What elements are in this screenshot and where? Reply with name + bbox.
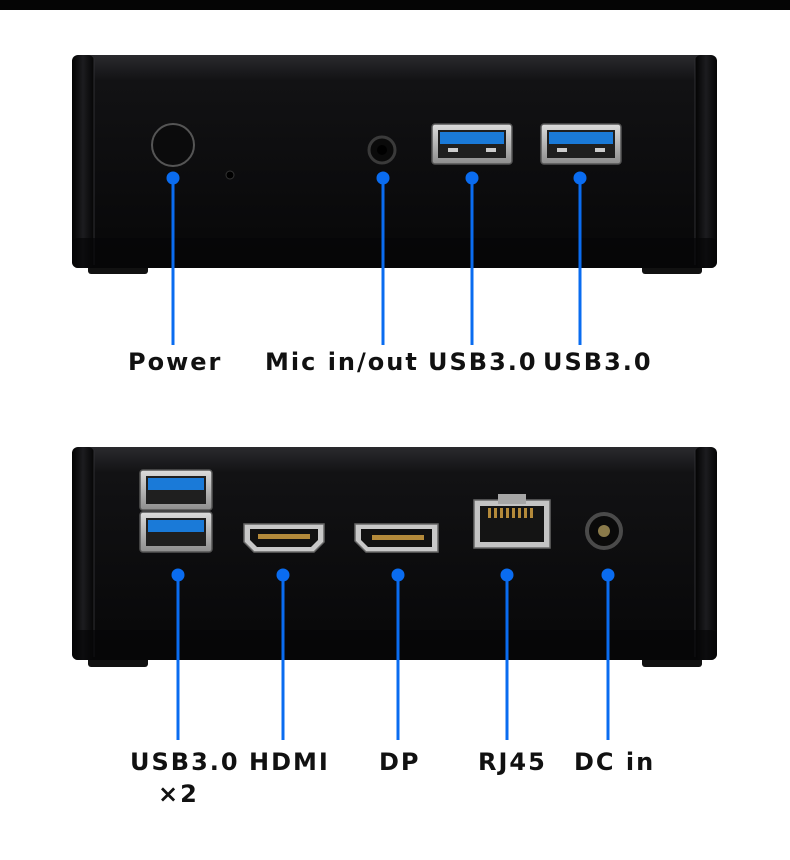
led-indicator-icon	[225, 170, 235, 180]
top-bar	[0, 0, 790, 10]
label-usb-dual-count: ×2	[158, 780, 199, 808]
usb-dual-port-icon	[139, 469, 213, 553]
displayport-icon	[354, 523, 439, 553]
label-usb-dual: USB3.0	[130, 748, 240, 776]
hdmi-port-icon	[243, 523, 325, 553]
label-dc: DC in	[574, 748, 656, 776]
label-dp: DP	[379, 748, 421, 776]
front-panel	[72, 55, 717, 345]
power-button-icon	[151, 123, 195, 167]
audio-jack-icon	[367, 135, 397, 165]
ethernet-port-icon	[473, 494, 551, 549]
back-panel	[72, 447, 717, 740]
label-hdmi: HDMI	[249, 748, 330, 776]
label-rj45: RJ45	[478, 748, 547, 776]
label-power: Power	[128, 348, 223, 376]
label-usb-front-1: USB3.0	[428, 348, 538, 376]
usb-port-icon	[431, 123, 513, 165]
usb-port-icon	[540, 123, 622, 165]
dc-jack-icon	[585, 512, 623, 550]
label-mic: Mic in/out	[265, 348, 419, 376]
label-usb-front-2: USB3.0	[543, 348, 653, 376]
